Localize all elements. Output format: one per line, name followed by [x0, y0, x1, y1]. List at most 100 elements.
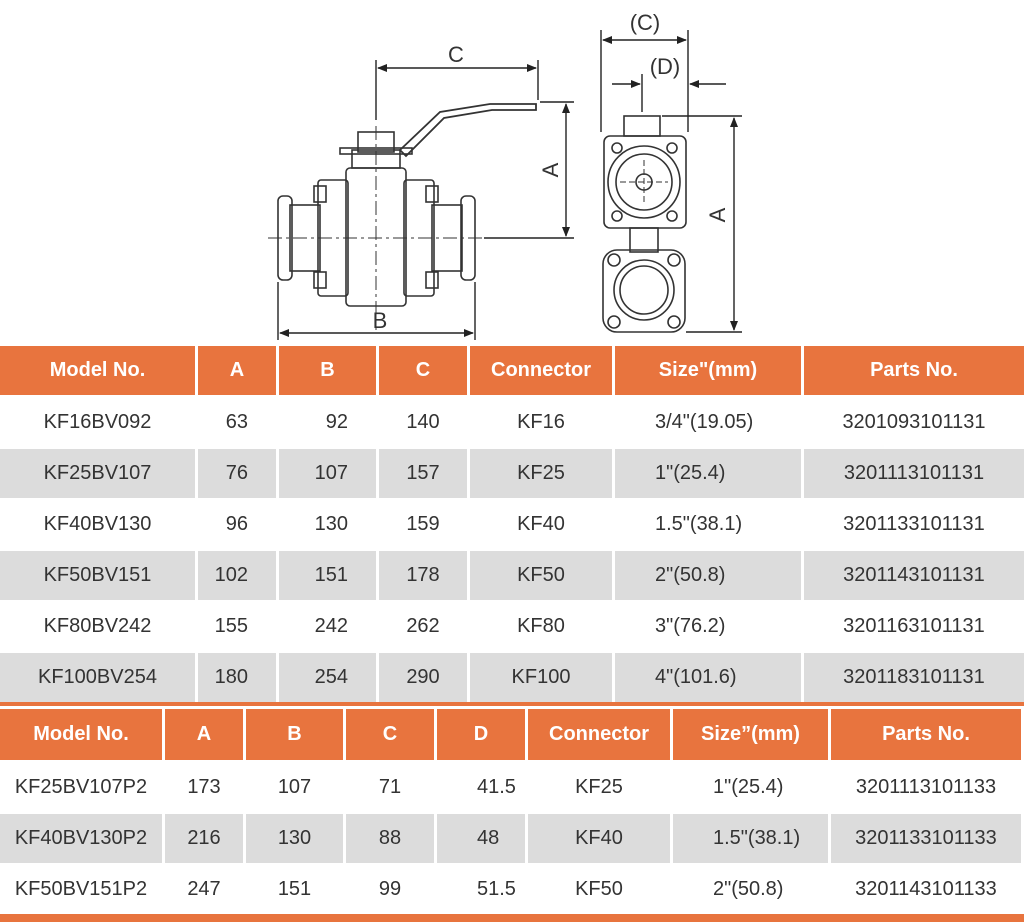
col-header-size: Size”(mm)	[673, 709, 828, 763]
col-header-d: D	[437, 709, 525, 763]
cell-size: 3/4"(19.05)	[615, 398, 801, 449]
cell-connector: KF40	[470, 500, 612, 551]
spec-table-standard: Model No. A B C Connector Size"(mm) Part…	[0, 346, 1024, 704]
spec-table-p2: Model No. A B C D Connector Size”(mm) Pa…	[0, 709, 1024, 916]
cell-connector: KF16	[470, 398, 612, 449]
end-view-drawing	[602, 115, 687, 333]
side-view-dimensions	[277, 60, 574, 340]
cell-size: 4"(101.6)	[615, 653, 801, 704]
cell-a: 180	[198, 653, 276, 704]
cell-connector: KF50	[528, 865, 670, 916]
cell-connector: KF100	[470, 653, 612, 704]
cell-size: 2"(50.8)	[673, 865, 828, 916]
cell-parts: 3201163101131	[804, 602, 1024, 653]
col-header-b: B	[279, 346, 376, 398]
cell-c: 178	[379, 551, 467, 602]
cell-model: KF50BV151	[0, 551, 195, 602]
col-header-model: Model No.	[0, 346, 195, 398]
cell-c: 262	[379, 602, 467, 653]
cell-connector: KF40	[528, 814, 670, 865]
cell-connector: KF25	[528, 763, 670, 814]
cell-model: KF80BV242	[0, 602, 195, 653]
cell-size: 1.5"(38.1)	[615, 500, 801, 551]
cell-size: 1"(25.4)	[615, 449, 801, 500]
cell-b: 130	[279, 500, 376, 551]
cell-parts: 3201133101131	[804, 500, 1024, 551]
col-header-size: Size"(mm)	[615, 346, 801, 398]
cell-model: KF50BV151P2	[0, 865, 162, 916]
cell-b: 254	[279, 653, 376, 704]
cell-c: 88	[346, 814, 434, 865]
side-dim-a-label: A	[538, 162, 563, 177]
cell-model: KF40BV130	[0, 500, 195, 551]
end-dim-d-label: (D)	[650, 54, 681, 79]
col-header-b: B	[246, 709, 343, 763]
end-dim-c-label: (C)	[630, 10, 661, 35]
cell-a: 173	[165, 763, 243, 814]
cell-parts: 3201113101131	[804, 449, 1024, 500]
col-header-parts: Parts No.	[831, 709, 1021, 763]
cell-b: 107	[279, 449, 376, 500]
cell-c: 71	[346, 763, 434, 814]
col-header-a: A	[165, 709, 243, 763]
technical-drawing: C A B (C) (D) A	[0, 0, 1024, 345]
cell-size: 3"(76.2)	[615, 602, 801, 653]
table-header-row: Model No. A B C D Connector Size”(mm) Pa…	[0, 709, 1021, 763]
cell-a: 96	[198, 500, 276, 551]
cell-parts: 3201143101133	[831, 865, 1021, 916]
cell-b: 151	[246, 865, 343, 916]
cell-b: 151	[279, 551, 376, 602]
cell-size: 1.5"(38.1)	[673, 814, 828, 865]
cell-model: KF100BV254	[0, 653, 195, 704]
cell-a: 63	[198, 398, 276, 449]
cell-a: 102	[198, 551, 276, 602]
cell-parts: 3201143101131	[804, 551, 1024, 602]
cell-parts: 3201113101133	[831, 763, 1021, 814]
col-header-connector: Connector	[528, 709, 670, 763]
col-header-a: A	[198, 346, 276, 398]
cell-c: 140	[379, 398, 467, 449]
cell-c: 290	[379, 653, 467, 704]
cell-b: 242	[279, 602, 376, 653]
cell-c: 99	[346, 865, 434, 916]
cell-d: 41.5	[437, 763, 525, 814]
side-view-drawing	[268, 103, 537, 330]
footer-bar	[0, 914, 1024, 922]
col-header-c: C	[346, 709, 434, 763]
cell-d: 48	[437, 814, 525, 865]
side-dim-b-label: B	[373, 308, 388, 333]
cell-size: 1"(25.4)	[673, 763, 828, 814]
col-header-c: C	[379, 346, 467, 398]
cell-connector: KF50	[470, 551, 612, 602]
cell-parts: 3201183101131	[804, 653, 1024, 704]
cell-a: 247	[165, 865, 243, 916]
cell-connector: KF80	[470, 602, 612, 653]
cell-parts: 3201093101131	[804, 398, 1024, 449]
side-dim-c-label: C	[448, 42, 464, 67]
section-divider	[0, 702, 1024, 706]
cell-a: 155	[198, 602, 276, 653]
col-header-connector: Connector	[470, 346, 612, 398]
col-header-model: Model No.	[0, 709, 162, 763]
cell-b: 130	[246, 814, 343, 865]
cell-b: 92	[279, 398, 376, 449]
table-header-row: Model No. A B C Connector Size"(mm) Part…	[0, 346, 1024, 398]
cell-b: 107	[246, 763, 343, 814]
col-header-parts: Parts No.	[804, 346, 1024, 398]
cell-c: 157	[379, 449, 467, 500]
cell-model: KF16BV092	[0, 398, 195, 449]
end-dim-a-label: A	[705, 207, 730, 222]
cell-a: 76	[198, 449, 276, 500]
cell-d: 51.5	[437, 865, 525, 916]
cell-c: 159	[379, 500, 467, 551]
cell-model: KF40BV130P2	[0, 814, 162, 865]
